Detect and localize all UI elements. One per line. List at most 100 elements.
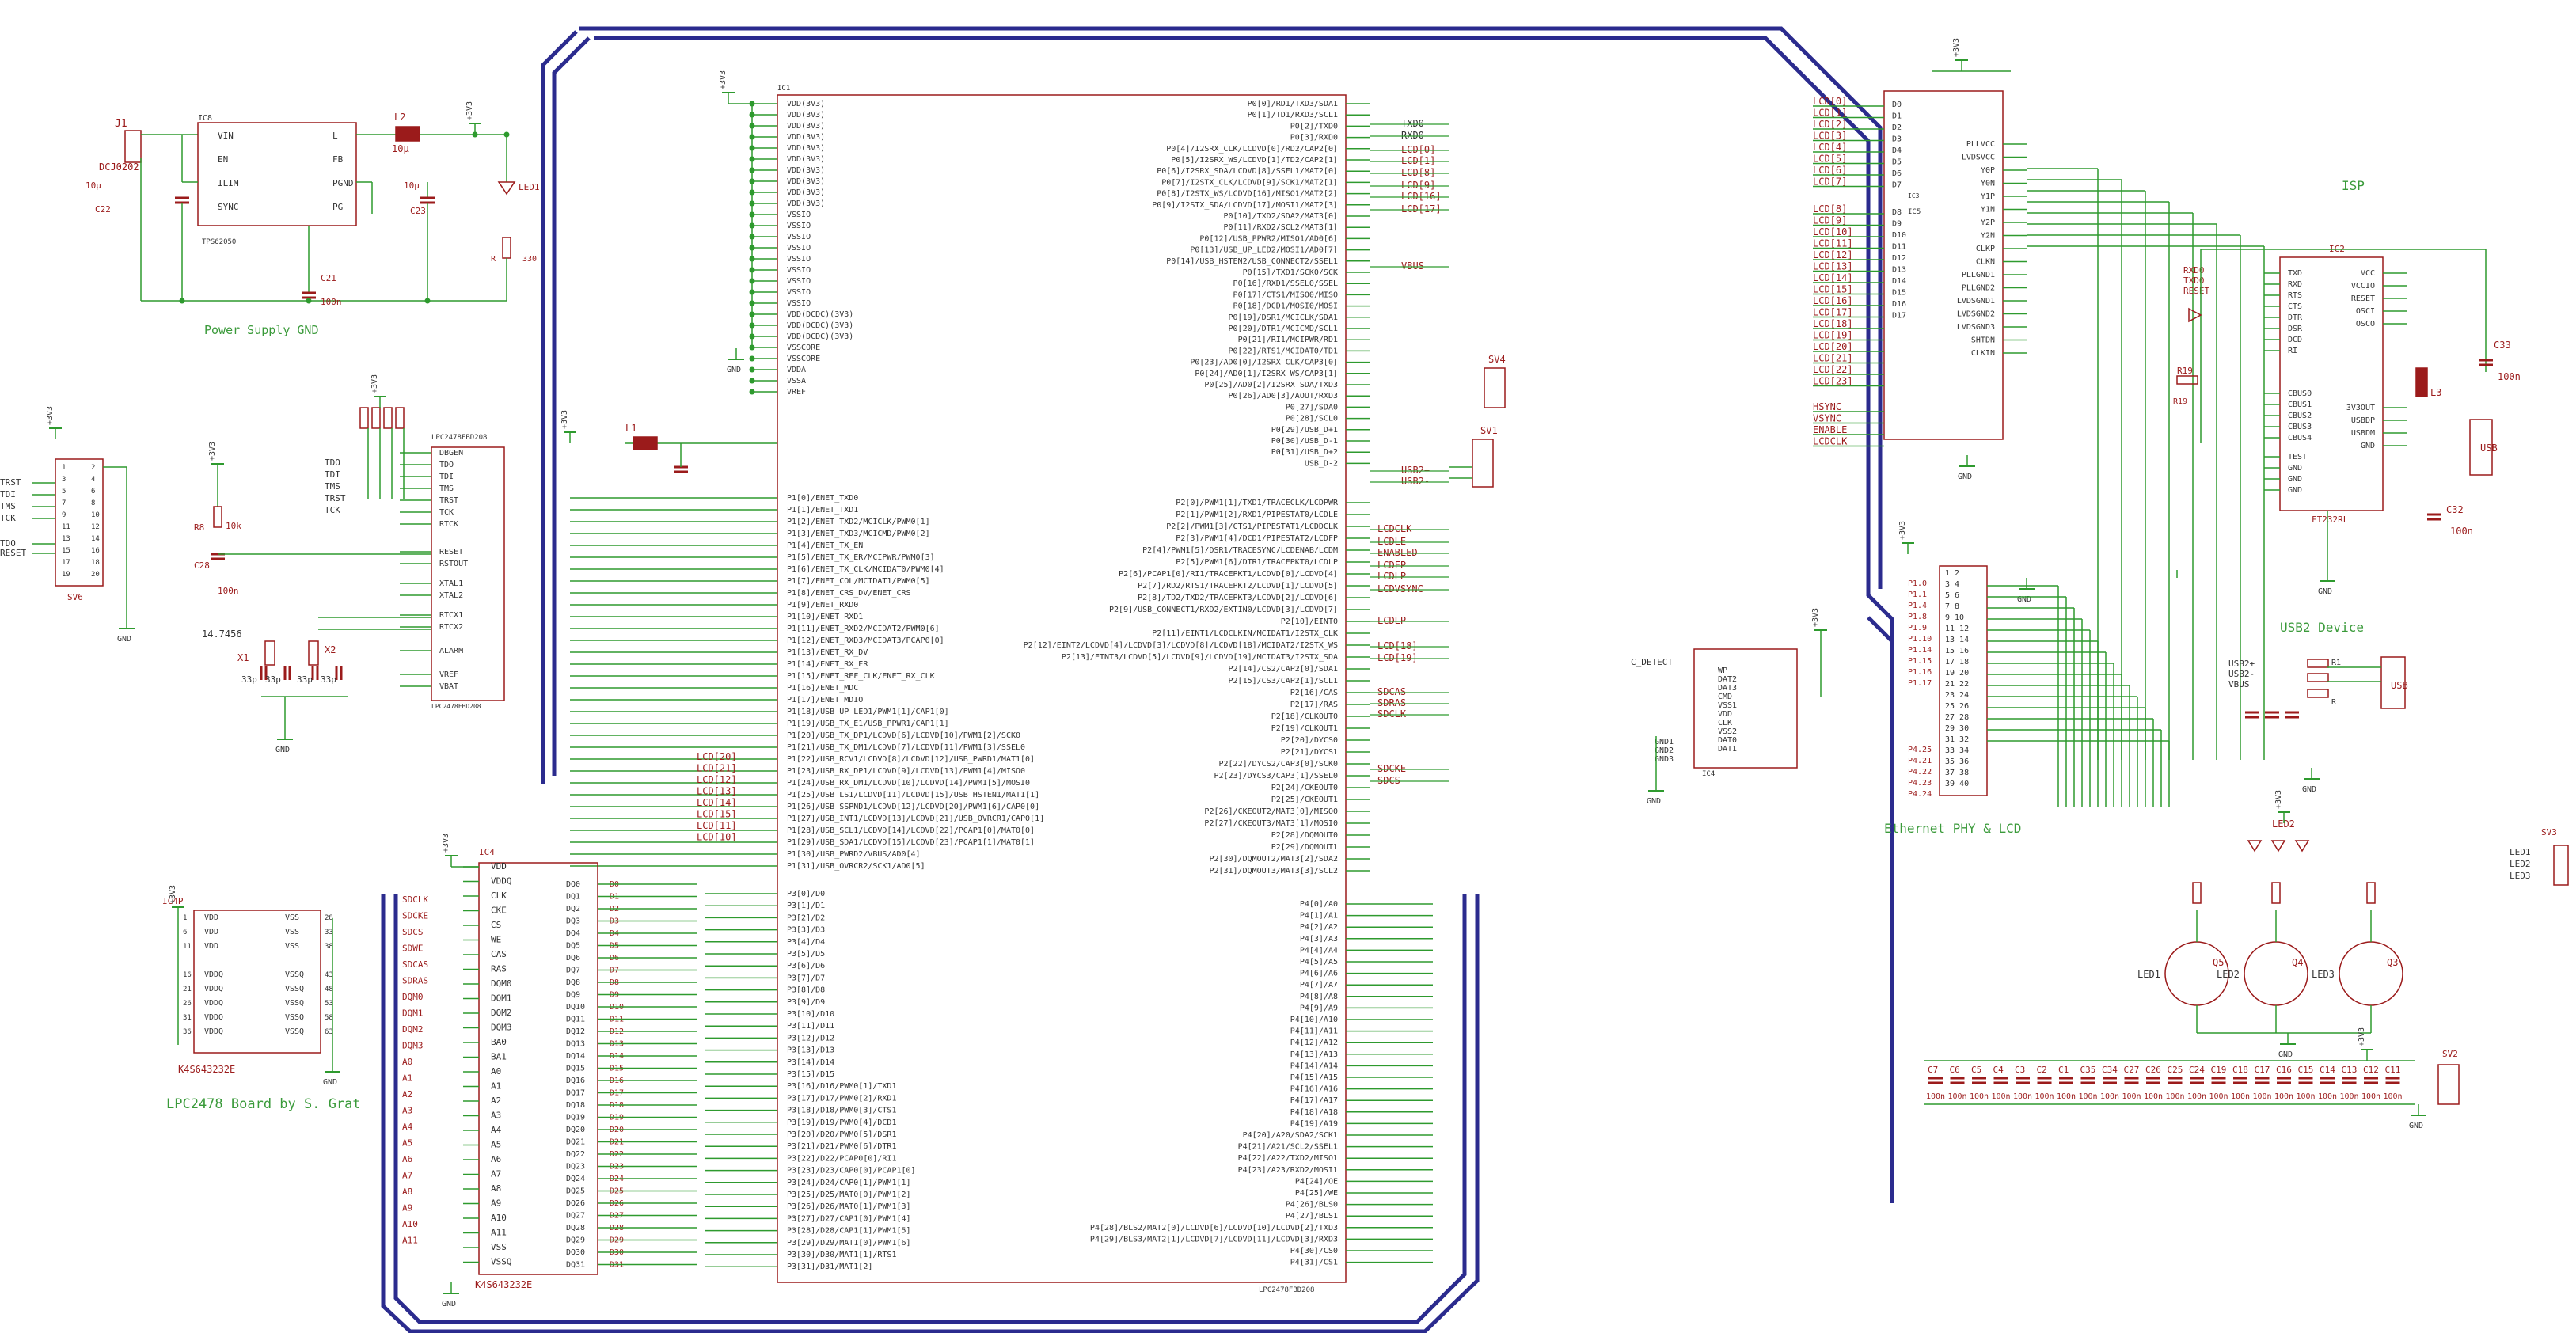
mcu-p4-pin: P4[21]/A21/SCL2/SSEL1: [1238, 1143, 1338, 1152]
ic8-pin: FB: [332, 154, 344, 165]
l2-label: L2: [394, 112, 405, 123]
ic8-pin: L: [332, 131, 338, 141]
mcu-p3-pin: P3[15]/D15: [787, 1070, 834, 1079]
mcu-p1-pin: P1[30]/USB_PWRD2/VBUS/AD0[4]: [787, 850, 921, 859]
mcu-p0-pin: P0[0]/RD1/TXD3/SDA1: [1248, 100, 1338, 108]
ethernet-net-label: P4.25: [1908, 746, 1932, 754]
ethernet-net-label: P4.22: [1908, 768, 1932, 777]
mcu-p0-pin: P0[28]/SCL0: [1286, 415, 1338, 423]
mcu-p0-pin: P0[24]/AD0[1]/I2SRX_WS/CAP3[1]: [1195, 370, 1338, 378]
ic4p-part-number: K4S643232E: [178, 1064, 235, 1075]
mcu-p0-pin: P0[11]/RXD2/SCL2/MAT3[1]: [1224, 223, 1339, 232]
ic4-dq-pin: DQ23: [566, 1163, 585, 1172]
ic4-dq-pin: DQ28: [566, 1224, 585, 1232]
sd-pin: DAT3: [1718, 684, 1737, 693]
ic3-pin: D5: [1892, 158, 1902, 167]
x1-cap-value: 33p: [241, 674, 257, 685]
mcu-p3-pin: P3[2]/D2: [787, 913, 825, 922]
sv6-pin-number: 17: [62, 559, 70, 567]
mcu-p2-pin: P2[0]/PWM1[1]/TXD1/TRACECLK/LCDPWR: [1176, 499, 1339, 507]
mcu-power-pin: VDD(3V3): [787, 100, 825, 108]
sv6-pin-number: 19: [62, 571, 70, 579]
ic4p-pin-number: 33: [325, 929, 333, 936]
ic1a-pin: TDO: [439, 461, 454, 469]
ic3-lcd-net: LCD[17]: [1813, 307, 1853, 318]
mcu-p0-pin: P0[8]/I2STX_WS/LCDVD[16]/MISO1/MAT2[2]: [1157, 190, 1338, 199]
net-label-right: LCD[16]: [1401, 191, 1442, 202]
mcu-power-pin: VDD(3V3): [787, 155, 825, 164]
ic4p-pin: VSS: [285, 913, 299, 922]
ic4-dq-pin: DQ6: [566, 954, 580, 963]
pullup-resistor: [395, 407, 405, 429]
mcu-p3-pin: P3[7]/D7: [787, 974, 825, 982]
supply-label: +3V3: [465, 101, 474, 120]
mcu-p3-pin: P3[19]/D19/PWM0[4]/DCD1: [787, 1118, 896, 1127]
junction-dot: [179, 298, 185, 304]
ic4p-pin: VDDQ: [204, 1027, 223, 1036]
cap-bank-value: 100n: [2209, 1092, 2228, 1101]
net-label-right: TXD0: [1401, 118, 1424, 129]
sdram-net-label: DQM0: [402, 992, 424, 1002]
mcu-p3-pin: P3[10]/D10: [787, 1010, 834, 1019]
led-net-label: LED1: [2137, 969, 2160, 980]
ground-label: GND: [117, 635, 131, 644]
ic3-lcd-net: LCD[8]: [1813, 203, 1847, 215]
mcu-p0-pin: P0[5]/I2SRX_WS/LCDVD[1]/TD2/CAP2[1]: [1171, 156, 1338, 165]
cap-bank-value: 100n: [2274, 1092, 2293, 1101]
r8-label: R8: [194, 522, 204, 533]
ft232-pin: DCD: [2288, 336, 2302, 344]
ic4p-pin-number: 31: [183, 1014, 192, 1022]
jtag-net-label: TDI: [0, 489, 16, 499]
led2-label: LED2: [2272, 818, 2295, 830]
ft232-pin: RXD: [2288, 280, 2302, 289]
cap-bank-value: 100n: [2079, 1092, 2098, 1101]
ic3-pin: CLKP: [1976, 245, 1995, 253]
ic3-pin: CLKN: [1976, 258, 1995, 267]
ic4-pin: A5: [491, 1140, 501, 1150]
net-label-right: LCD[0]: [1401, 144, 1435, 155]
cap-bank-label: C24: [2189, 1065, 2205, 1075]
mcu-p1-pin: P1[9]/ENET_RXD0: [787, 601, 858, 610]
mcu-p3-pin: P3[14]/D14: [787, 1058, 834, 1067]
sd-pin: GND3: [1655, 755, 1674, 764]
caption-board: LPC2478 Board by S. Grat: [166, 1096, 361, 1112]
x1-label: X1: [237, 652, 249, 663]
jtag-net-label: TDO: [0, 538, 16, 549]
isp-net-label: RXD0: [2183, 265, 2205, 275]
caption-usb2-device: USB2 Device: [2280, 620, 2364, 635]
cap-bank-value: 100n: [2384, 1092, 2403, 1101]
mcu-p4-pin: P4[1]/A1: [1300, 912, 1338, 921]
ic3-lcd-net: LCD[19]: [1813, 330, 1853, 341]
ic4p-pin: VSS: [285, 942, 299, 951]
ic4p-pin-number: 1: [183, 914, 187, 922]
ic4p-pin-number: 28: [325, 914, 333, 922]
sv6-pin-number: 14: [91, 535, 100, 543]
ic4p-pin-number: 6: [183, 929, 187, 936]
ft232-pin: GND: [2288, 475, 2302, 484]
cap-bank-value: 100n: [2361, 1092, 2380, 1101]
mcu-p2-pin: P2[8]/TD2/TXD2/TRACEPKT3/LCDVD[2]/LCDVD[…: [1138, 594, 1338, 602]
ic4p-pin-number: 48: [325, 986, 333, 993]
mcu-p4-pin: P4[4]/A4: [1300, 946, 1338, 955]
ic1a-pin: RTCK: [439, 520, 458, 529]
mcu-power-pin: VDD(DCDC)(3V3): [787, 321, 853, 330]
junction-dot: [306, 298, 312, 304]
ic3-pin: CLKIN: [1971, 349, 1995, 358]
cap-bank-label: C18: [2232, 1065, 2248, 1075]
ic4-pin: BA1: [491, 1052, 507, 1062]
sv6-pin-number: 5: [62, 488, 66, 496]
ic4p-pin: VDDQ: [204, 970, 223, 979]
mcu-p4-pin: P4[23]/A23/RXD2/MOSI1: [1238, 1166, 1338, 1175]
ground-label: GND: [2318, 587, 2332, 596]
led2-symbol: [2247, 840, 2263, 853]
sdram-net-label: SDCS: [402, 927, 424, 937]
mcu-p1-pin: P1[29]/USB_SDA1/LCDVD[15]/LCDVD[23]/PCAP…: [787, 838, 1035, 847]
mcu-p2-pin: P2[27]/CKEOUT3/MAT3[1]/MOSI0: [1204, 819, 1338, 828]
mcu-p1-pin: P1[0]/ENET_TXD0: [787, 494, 858, 503]
sdram-net-label: A8: [402, 1187, 412, 1197]
supply-label: +3V3: [2358, 1027, 2366, 1046]
l2-value: 10µ: [392, 143, 409, 154]
mcu-p0-pin: P0[1]/TD1/RXD3/SCL1: [1248, 111, 1338, 120]
ic3-pin: D8: [1892, 208, 1902, 217]
mcu-p2-pin: P2[21]/DYCS1: [1281, 748, 1338, 757]
